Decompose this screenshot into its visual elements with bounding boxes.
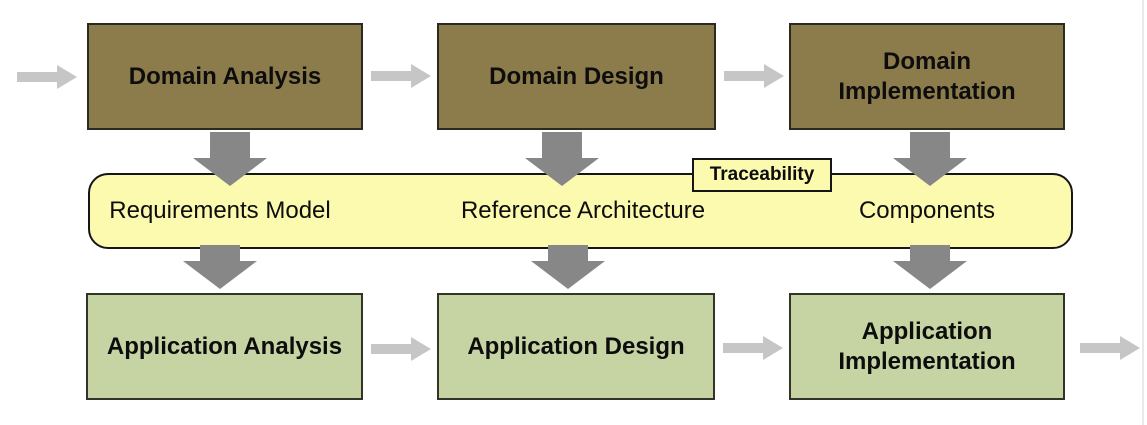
box-label: Domain Design (489, 62, 664, 90)
band-item-requirements-model: Requirements Model (109, 173, 330, 249)
down-arrow-requirements-to-application-analysis-icon (183, 245, 257, 289)
arrow-application-analysis-to-design-icon (371, 337, 431, 361)
arrow-domain-analysis-to-design-icon (371, 64, 431, 88)
arrow-domain-design-to-implementation-icon (724, 64, 784, 88)
box-application-implementation: Application Implementation (789, 293, 1065, 400)
band-item-label: Components (858, 197, 996, 224)
box-label: Domain Implementation (838, 47, 1016, 105)
down-arrow-components-to-application-implementation-icon (893, 245, 967, 289)
band-item-label: Reference Architecture (460, 197, 706, 224)
box-domain-implementation: Domain Implementation (789, 23, 1065, 130)
down-arrow-architecture-to-application-design-icon (531, 245, 605, 289)
page-edge-line (1142, 0, 1144, 425)
flow-exit-arrow-icon (1080, 336, 1140, 360)
box-label: Application Design (467, 332, 685, 360)
band-item-reference-architecture: Reference Architecture (461, 173, 705, 249)
down-arrow-domain-implementation-to-components-icon (893, 132, 967, 186)
box-application-analysis: Application Analysis (86, 293, 363, 400)
box-label: Application Implementation (838, 317, 1016, 375)
down-arrow-domain-analysis-to-requirements-icon (193, 132, 267, 186)
traceability-band (88, 173, 1073, 249)
arrow-application-design-to-implementation-icon (723, 336, 783, 360)
band-item-label: Requirements Model (109, 197, 331, 224)
traceability-tag: Traceability (692, 158, 832, 192)
box-domain-analysis: Domain Analysis (87, 23, 363, 130)
box-label: Application Analysis (106, 332, 343, 360)
box-domain-design: Domain Design (437, 23, 716, 130)
band-item-components: Components (859, 173, 995, 249)
box-label: Domain Analysis (128, 62, 322, 90)
down-arrow-domain-design-to-architecture-icon (525, 132, 599, 186)
box-application-design: Application Design (437, 293, 715, 400)
traceability-tag-label: Traceability (709, 164, 815, 185)
flow-entry-arrow-icon (17, 65, 77, 89)
